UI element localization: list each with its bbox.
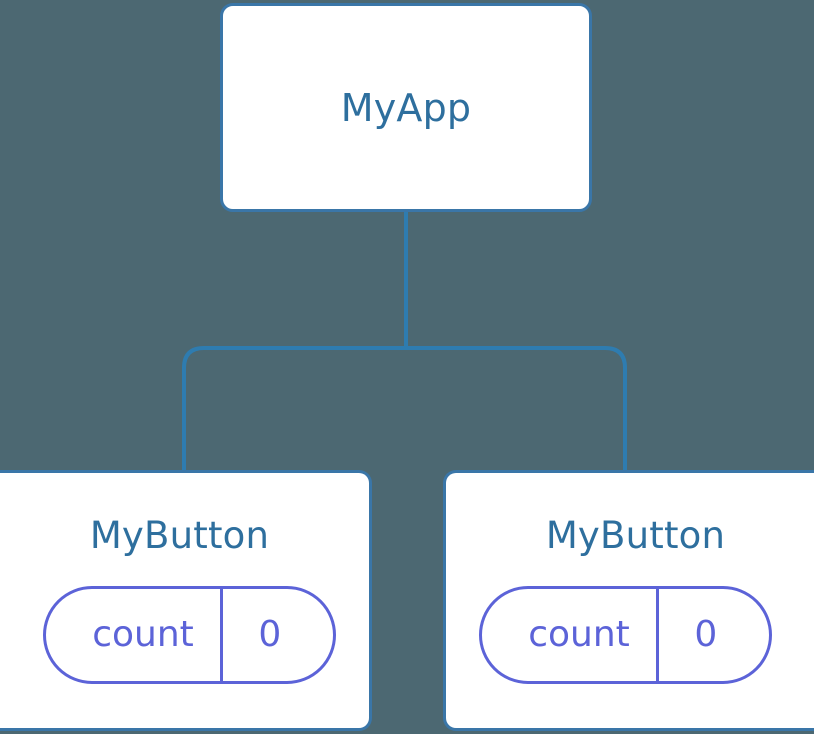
- state-key: count: [92, 614, 194, 655]
- state-pill[interactable]: count 0: [43, 586, 336, 684]
- node-title: MyButton: [545, 514, 726, 557]
- state-pill[interactable]: count 0: [479, 586, 772, 684]
- node-mybutton-1[interactable]: MyButton count 0: [0, 470, 372, 731]
- node-myapp[interactable]: MyApp: [220, 3, 592, 212]
- node-title: MyButton: [89, 514, 270, 557]
- node-title: MyApp: [340, 85, 472, 130]
- state-key: count: [528, 614, 630, 655]
- connector-bus-to-child-right: [406, 346, 627, 472]
- state-value: 0: [219, 589, 333, 681]
- node-mybutton-2[interactable]: MyButton count 0: [443, 470, 814, 731]
- connector-bus-to-child-left: [182, 346, 406, 472]
- state-value: 0: [655, 589, 769, 681]
